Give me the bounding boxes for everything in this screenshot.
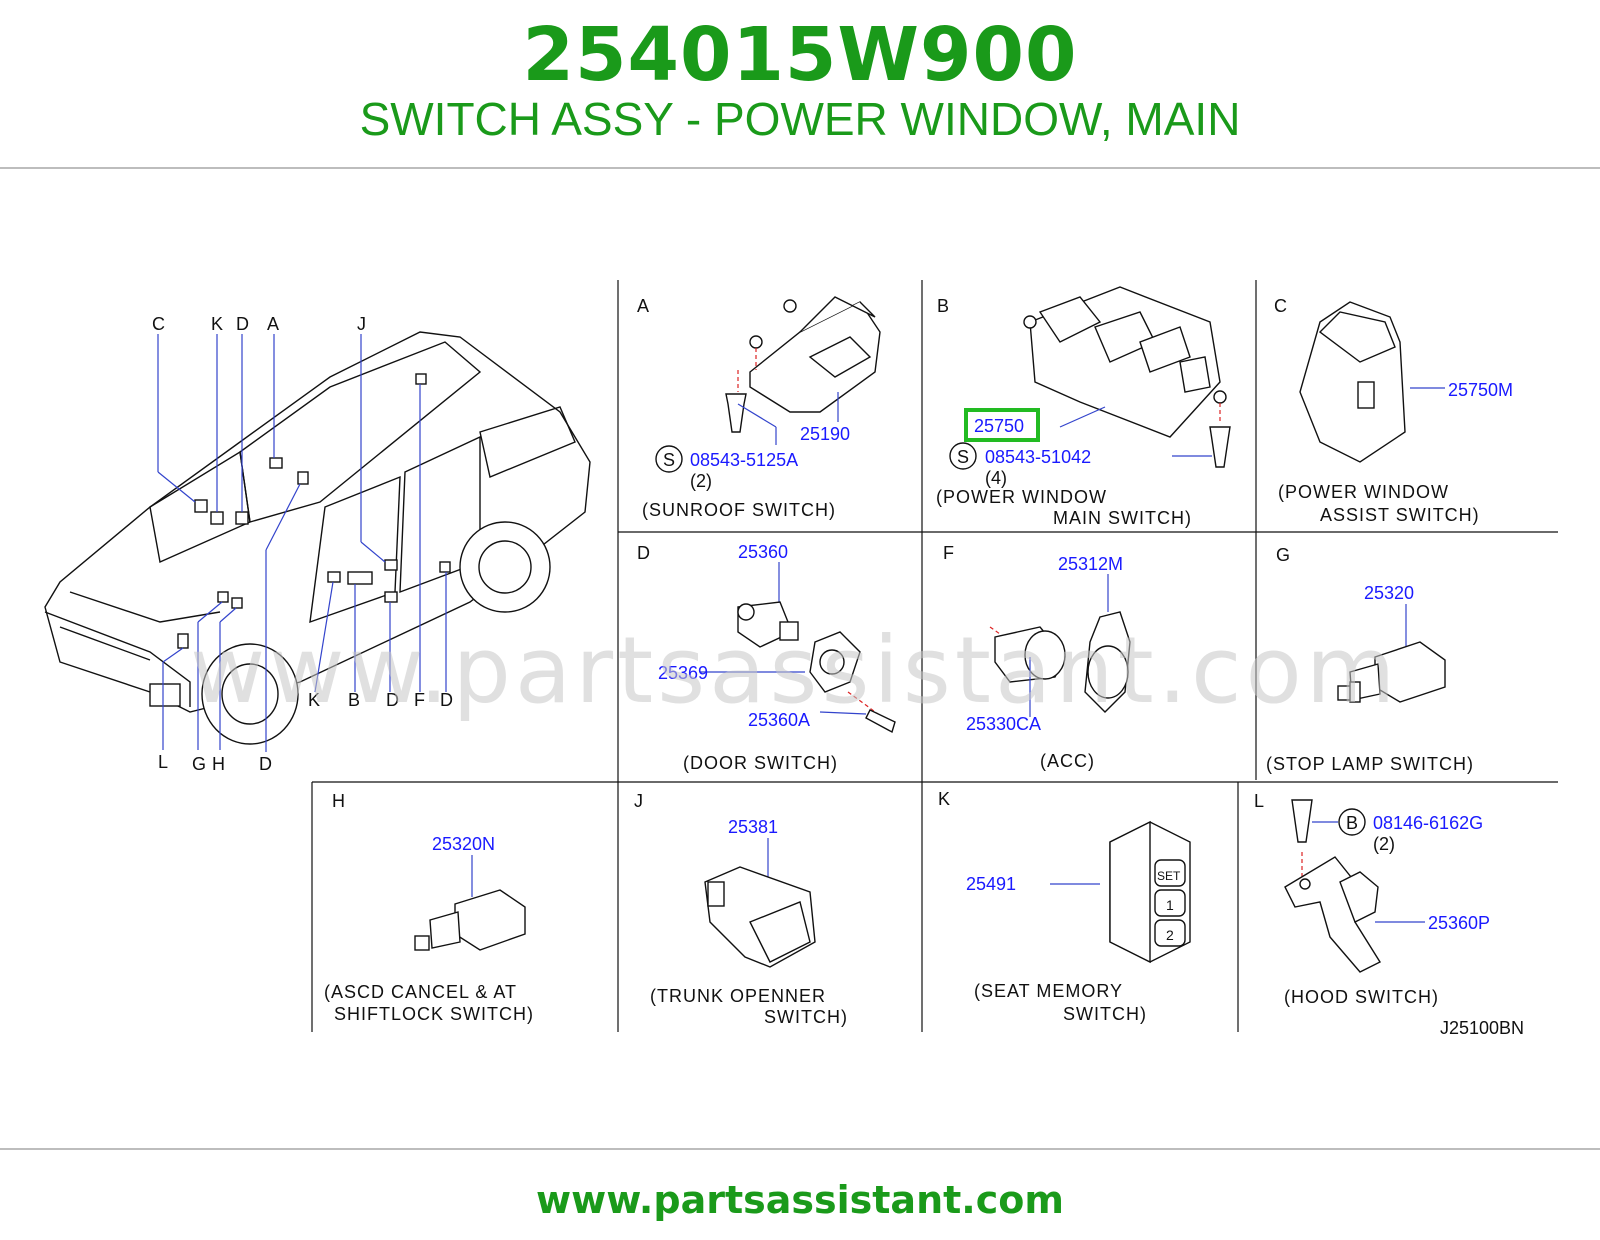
panel-letter: C: [1274, 296, 1287, 316]
parts-diagram: C K D A J K B D F D L G H D A 25190 S 08…: [44, 280, 1558, 1038]
overview-label-j: J: [357, 314, 366, 334]
overview-label-l: L: [158, 752, 168, 772]
overview-label-h: H: [212, 754, 225, 774]
panel-f-acc: F 25312M 25330CA (ACC): [943, 543, 1131, 771]
panel-caption-line1: (SEAT MEMORY: [974, 981, 1123, 1001]
panel-caption: (SUNROOF SWITCH): [642, 500, 836, 520]
panel-b-main-switch: B 25750 S 08543-51042 (4) (POWER WINDOW …: [936, 286, 1231, 528]
panel-g-stop-lamp: G 25320 (STOP LAMP SWITCH): [1266, 545, 1474, 774]
panel-letter: F: [943, 543, 954, 563]
panel-a-sunroof: A 25190 S 08543-5125A (2) (SUNROOF SWITC…: [637, 296, 881, 520]
panel-caption-line2: SWITCH): [764, 1007, 848, 1027]
panel-caption-line1: (ASCD CANCEL & AT: [324, 982, 517, 1002]
bolt-08543-5125a: 08543-5125A: [690, 450, 798, 470]
part-number: 254015W900: [522, 12, 1078, 98]
panel-caption-line2: MAIN SWITCH): [1053, 508, 1192, 528]
part-25360a: 25360A: [748, 710, 810, 730]
panel-l-hood: L B 08146-6162G (2) 25360P (HOOD SWITCH)…: [1254, 791, 1524, 1038]
part-25491: 25491: [966, 874, 1016, 894]
highlighted-part[interactable]: [964, 408, 1040, 442]
part-25320: 25320: [1364, 583, 1414, 603]
circle-b: B: [1346, 813, 1358, 833]
overview-label-f: F: [414, 690, 425, 710]
overview-label-k-bottom: K: [308, 690, 320, 710]
part-25330ca: 25330CA: [966, 714, 1041, 734]
panel-caption-line1: (POWER WINDOW: [1278, 482, 1449, 502]
panel-j-trunk: J 25381 (TRUNK OPENNER SWITCH): [634, 791, 848, 1027]
seat-memory-2-button: 2: [1166, 927, 1174, 943]
part-25312m: 25312M: [1058, 554, 1123, 574]
overview-label-d-bottom-2: D: [440, 690, 453, 710]
panel-caption-line1: (TRUNK OPENNER: [650, 986, 826, 1006]
bolt-qty: (2): [1373, 834, 1395, 854]
part-25190: 25190: [800, 424, 850, 444]
part-25381: 25381: [728, 817, 778, 837]
panel-caption-line1: (POWER WINDOW: [936, 487, 1107, 507]
panel-letter: D: [637, 543, 650, 563]
panel-letter: H: [332, 791, 345, 811]
bolt-qty: (2): [690, 471, 712, 491]
panel-d-door-switch: D 25360 25369 25360A (DOOR SWITCH): [637, 542, 896, 773]
bolt-08146-6162g: 08146-6162G: [1373, 813, 1483, 833]
part-25750[interactable]: 25750: [974, 416, 1024, 436]
part-description: SWITCH ASSY - POWER WINDOW, MAIN: [359, 93, 1241, 145]
overview-label-d-bottom-3: D: [259, 754, 272, 774]
panel-c-assist-switch: C 25750M (POWER WINDOW ASSIST SWITCH): [1274, 296, 1513, 525]
bottom-divider: [0, 1148, 1600, 1150]
part-25360p: 25360P: [1428, 913, 1490, 933]
overview-label-d-bottom-1: D: [386, 690, 399, 710]
panel-letter: J: [634, 791, 643, 811]
panel-letter: B: [937, 296, 949, 316]
panel-letter: L: [1254, 791, 1264, 811]
diagram-code: J25100BN: [1440, 1018, 1524, 1038]
vehicle-overview: C K D A J K B D F D L G H D: [44, 314, 591, 774]
panel-caption: (DOOR SWITCH): [683, 753, 838, 773]
footer-url[interactable]: www.partsassistant.com: [536, 1178, 1064, 1222]
panel-caption: (ACC): [1040, 751, 1095, 771]
part-25369: 25369: [658, 663, 708, 683]
overview-label-a: A: [267, 314, 279, 334]
panel-caption-line2: SHIFTLOCK SWITCH): [334, 1004, 534, 1024]
seat-memory-set-button: SET: [1157, 869, 1181, 883]
panel-caption-line2: SWITCH): [1063, 1004, 1147, 1024]
overview-label-b: B: [348, 690, 360, 710]
overview-label-c: C: [152, 314, 165, 334]
bolt-qty: (4): [985, 468, 1007, 488]
panel-grid: [311, 280, 1558, 1032]
panel-k-seat-memory: K SET 1 2 25491 (SEAT MEMORY SWITCH): [938, 789, 1191, 1024]
panel-caption: (STOP LAMP SWITCH): [1266, 754, 1474, 774]
overview-label-d: D: [236, 314, 249, 334]
seat-memory-1-button: 1: [1166, 897, 1174, 913]
overview-label-g: G: [192, 754, 206, 774]
part-25750m: 25750M: [1448, 380, 1513, 400]
panel-caption: (HOOD SWITCH): [1284, 987, 1439, 1007]
circle-s: S: [663, 450, 675, 470]
panel-h-ascd: H 25320N (ASCD CANCEL & AT SHIFTLOCK SWI…: [324, 791, 534, 1024]
panel-letter: K: [938, 789, 950, 809]
bolt-08543-51042: 08543-51042: [985, 447, 1091, 467]
circle-s: S: [957, 447, 969, 467]
panel-letter: A: [637, 296, 649, 316]
watermark: www.partsassistant.com: [190, 617, 1399, 724]
panel-letter: G: [1276, 545, 1290, 565]
part-25360: 25360: [738, 542, 788, 562]
top-divider: [0, 167, 1600, 169]
overview-label-k: K: [211, 314, 223, 334]
part-25320n: 25320N: [432, 834, 495, 854]
panel-caption-line2: ASSIST SWITCH): [1320, 505, 1480, 525]
